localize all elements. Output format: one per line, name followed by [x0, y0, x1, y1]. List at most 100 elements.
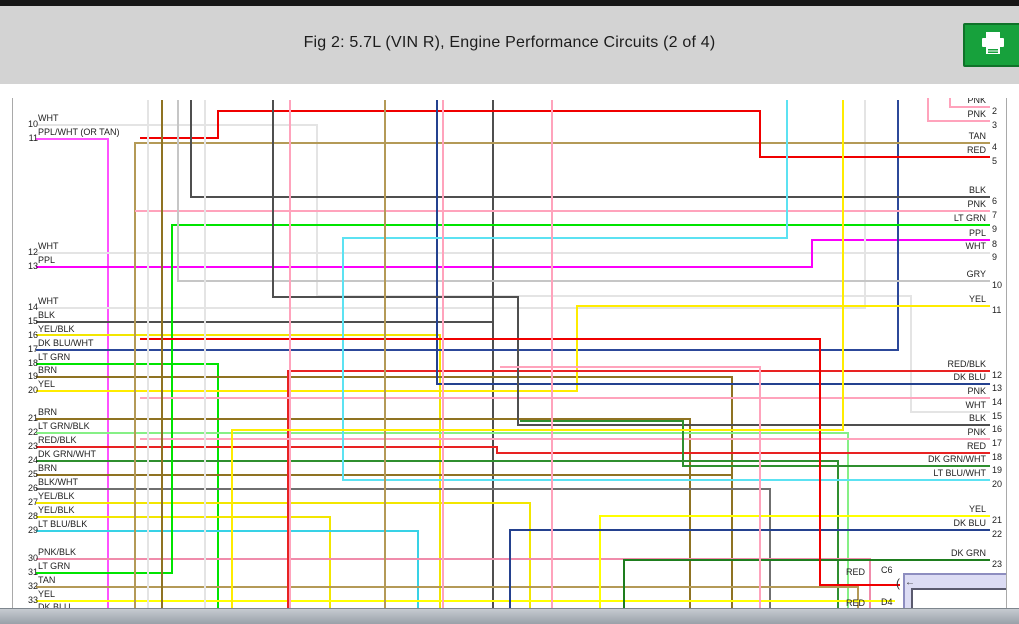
left-wire-number: 30	[27, 553, 38, 563]
right-wire-number: 5	[992, 156, 998, 166]
left-wire-number: 16	[27, 330, 38, 340]
wire-pplwht-11	[36, 138, 109, 608]
left-wire-label: BRN	[38, 407, 58, 417]
left-wire-label: PPL/WHT (OR TAN)	[38, 127, 120, 137]
right-wire-number: 21	[992, 515, 1003, 525]
left-wire-label: BLK	[38, 310, 56, 320]
right-wire-number: 3	[992, 120, 998, 130]
left-wire-number: 24	[27, 455, 38, 465]
wire-yelblk-16	[36, 334, 441, 608]
right-wire-number: 6	[992, 196, 998, 206]
left-wire-label: WHT	[38, 296, 59, 306]
wire-label-red-c6: RED	[846, 567, 866, 577]
wire-red-to-c6	[140, 338, 900, 586]
left-wire-label: LT GRN	[38, 561, 71, 571]
left-wire-number: 15	[27, 316, 38, 326]
wire-pnk-r2	[949, 98, 990, 108]
right-wire-number: 18	[992, 452, 1003, 462]
left-wire-number: 18	[27, 358, 38, 368]
right-wire-number: 14	[992, 397, 1003, 407]
right-wire-number: 9	[992, 224, 998, 234]
panel-border-right	[1006, 98, 1007, 608]
wire-gry-r10	[177, 100, 990, 282]
right-wire-label: DK BLU	[953, 372, 986, 382]
left-wire-number: 26	[27, 483, 38, 493]
right-wire-label: WHT	[965, 241, 987, 251]
connector-arrow-icon: ←	[905, 577, 915, 588]
wire-ltgrnblk-22	[36, 432, 849, 608]
wire-blk-r6	[190, 100, 990, 198]
right-wire-label: PNK	[967, 199, 986, 209]
left-wire-label: YEL	[38, 379, 56, 389]
left-wire-number: 14	[27, 302, 38, 312]
right-wire-label: YEL	[968, 294, 986, 304]
left-wire-number: 11	[28, 133, 38, 143]
right-wire-label: DK GRN/WHT	[928, 454, 986, 464]
wire-ltblublk-29	[36, 530, 419, 608]
right-wire-number: 7	[992, 210, 998, 220]
right-wire-number: 8	[992, 239, 998, 249]
left-wire-number: 17	[27, 344, 38, 354]
component-layer: RED C6 ( ← RED D4	[12, 98, 1006, 608]
window-top-strip	[0, 0, 1019, 6]
left-wire-label: WHT	[38, 113, 59, 123]
panel-border-left	[12, 98, 13, 608]
left-wire-label: BRN	[38, 463, 58, 473]
left-wire-label: BRN	[38, 365, 58, 375]
wire-redblk-23-to-18	[36, 446, 990, 454]
left-wire-label: DK BLU	[38, 602, 71, 608]
taskbar	[0, 608, 1019, 624]
right-wire-label: PPL	[968, 228, 986, 238]
wire-blk-r16	[272, 100, 990, 426]
print-button[interactable]	[963, 23, 1019, 67]
wire-pnk-r3	[927, 98, 990, 122]
right-wire-number: 2	[992, 106, 998, 116]
right-wire-label: PNK	[967, 386, 986, 396]
right-wire-label: RED/BLK	[947, 359, 986, 369]
left-wire-label: RED/BLK	[38, 435, 77, 445]
right-wire-number: 4	[992, 142, 998, 152]
right-wire-label: WHT	[965, 400, 987, 410]
left-wire-number: 29	[27, 525, 38, 535]
right-wire-label: YEL	[968, 504, 986, 514]
wire-dkgrn-r23	[623, 559, 990, 608]
left-wire-number: 27	[27, 497, 38, 507]
left-wire-label: DK GRN/WHT	[38, 449, 96, 459]
right-wire-number: 22	[992, 529, 1003, 539]
left-wire-label: DK BLU/WHT	[38, 338, 94, 348]
wire-pnk-bend-760	[500, 366, 761, 608]
wire-yel-r21	[599, 515, 990, 608]
left-wire-number: 28	[27, 511, 38, 521]
right-wire-label: TAN	[968, 131, 986, 141]
left-wire-label: PNK/BLK	[38, 547, 77, 557]
wire-ppl-13-to-8	[36, 239, 990, 268]
right-wire-number: 9	[992, 252, 998, 262]
right-wire-label: BLK	[968, 413, 986, 423]
wire-blkwht-26	[36, 488, 771, 608]
left-wire-number: 20	[27, 385, 38, 395]
wire-layer	[36, 98, 990, 608]
connector-bracket: (	[896, 576, 900, 590]
right-wire-number: 19	[992, 465, 1003, 475]
wire-label-red-d4: RED	[846, 598, 866, 608]
left-wire-number: 12	[27, 247, 38, 257]
left-wire-label: BLK/WHT	[38, 477, 79, 487]
right-wire-number: 12	[992, 370, 1003, 380]
left-wire-number: 10	[27, 119, 38, 129]
right-wire-number: 17	[992, 438, 1003, 448]
left-wire-number: 13	[27, 261, 38, 271]
right-wire-label: BLK	[968, 185, 986, 195]
right-wire-label: PNK	[967, 98, 986, 105]
printer-icon	[980, 31, 1006, 60]
wire-ltbluwht-r20	[342, 100, 990, 481]
wire-dkblu-r22	[509, 529, 990, 608]
left-wire-number: 25	[27, 469, 38, 479]
right-wire-label: DK BLU	[953, 518, 986, 528]
header-bar: Fig 2: 5.7L (VIN R), Engine Performance …	[0, 6, 1019, 84]
wire-wht-14	[36, 100, 866, 309]
left-wire-number: 33	[27, 595, 38, 605]
left-wire-label: YEL/BLK	[38, 491, 75, 501]
